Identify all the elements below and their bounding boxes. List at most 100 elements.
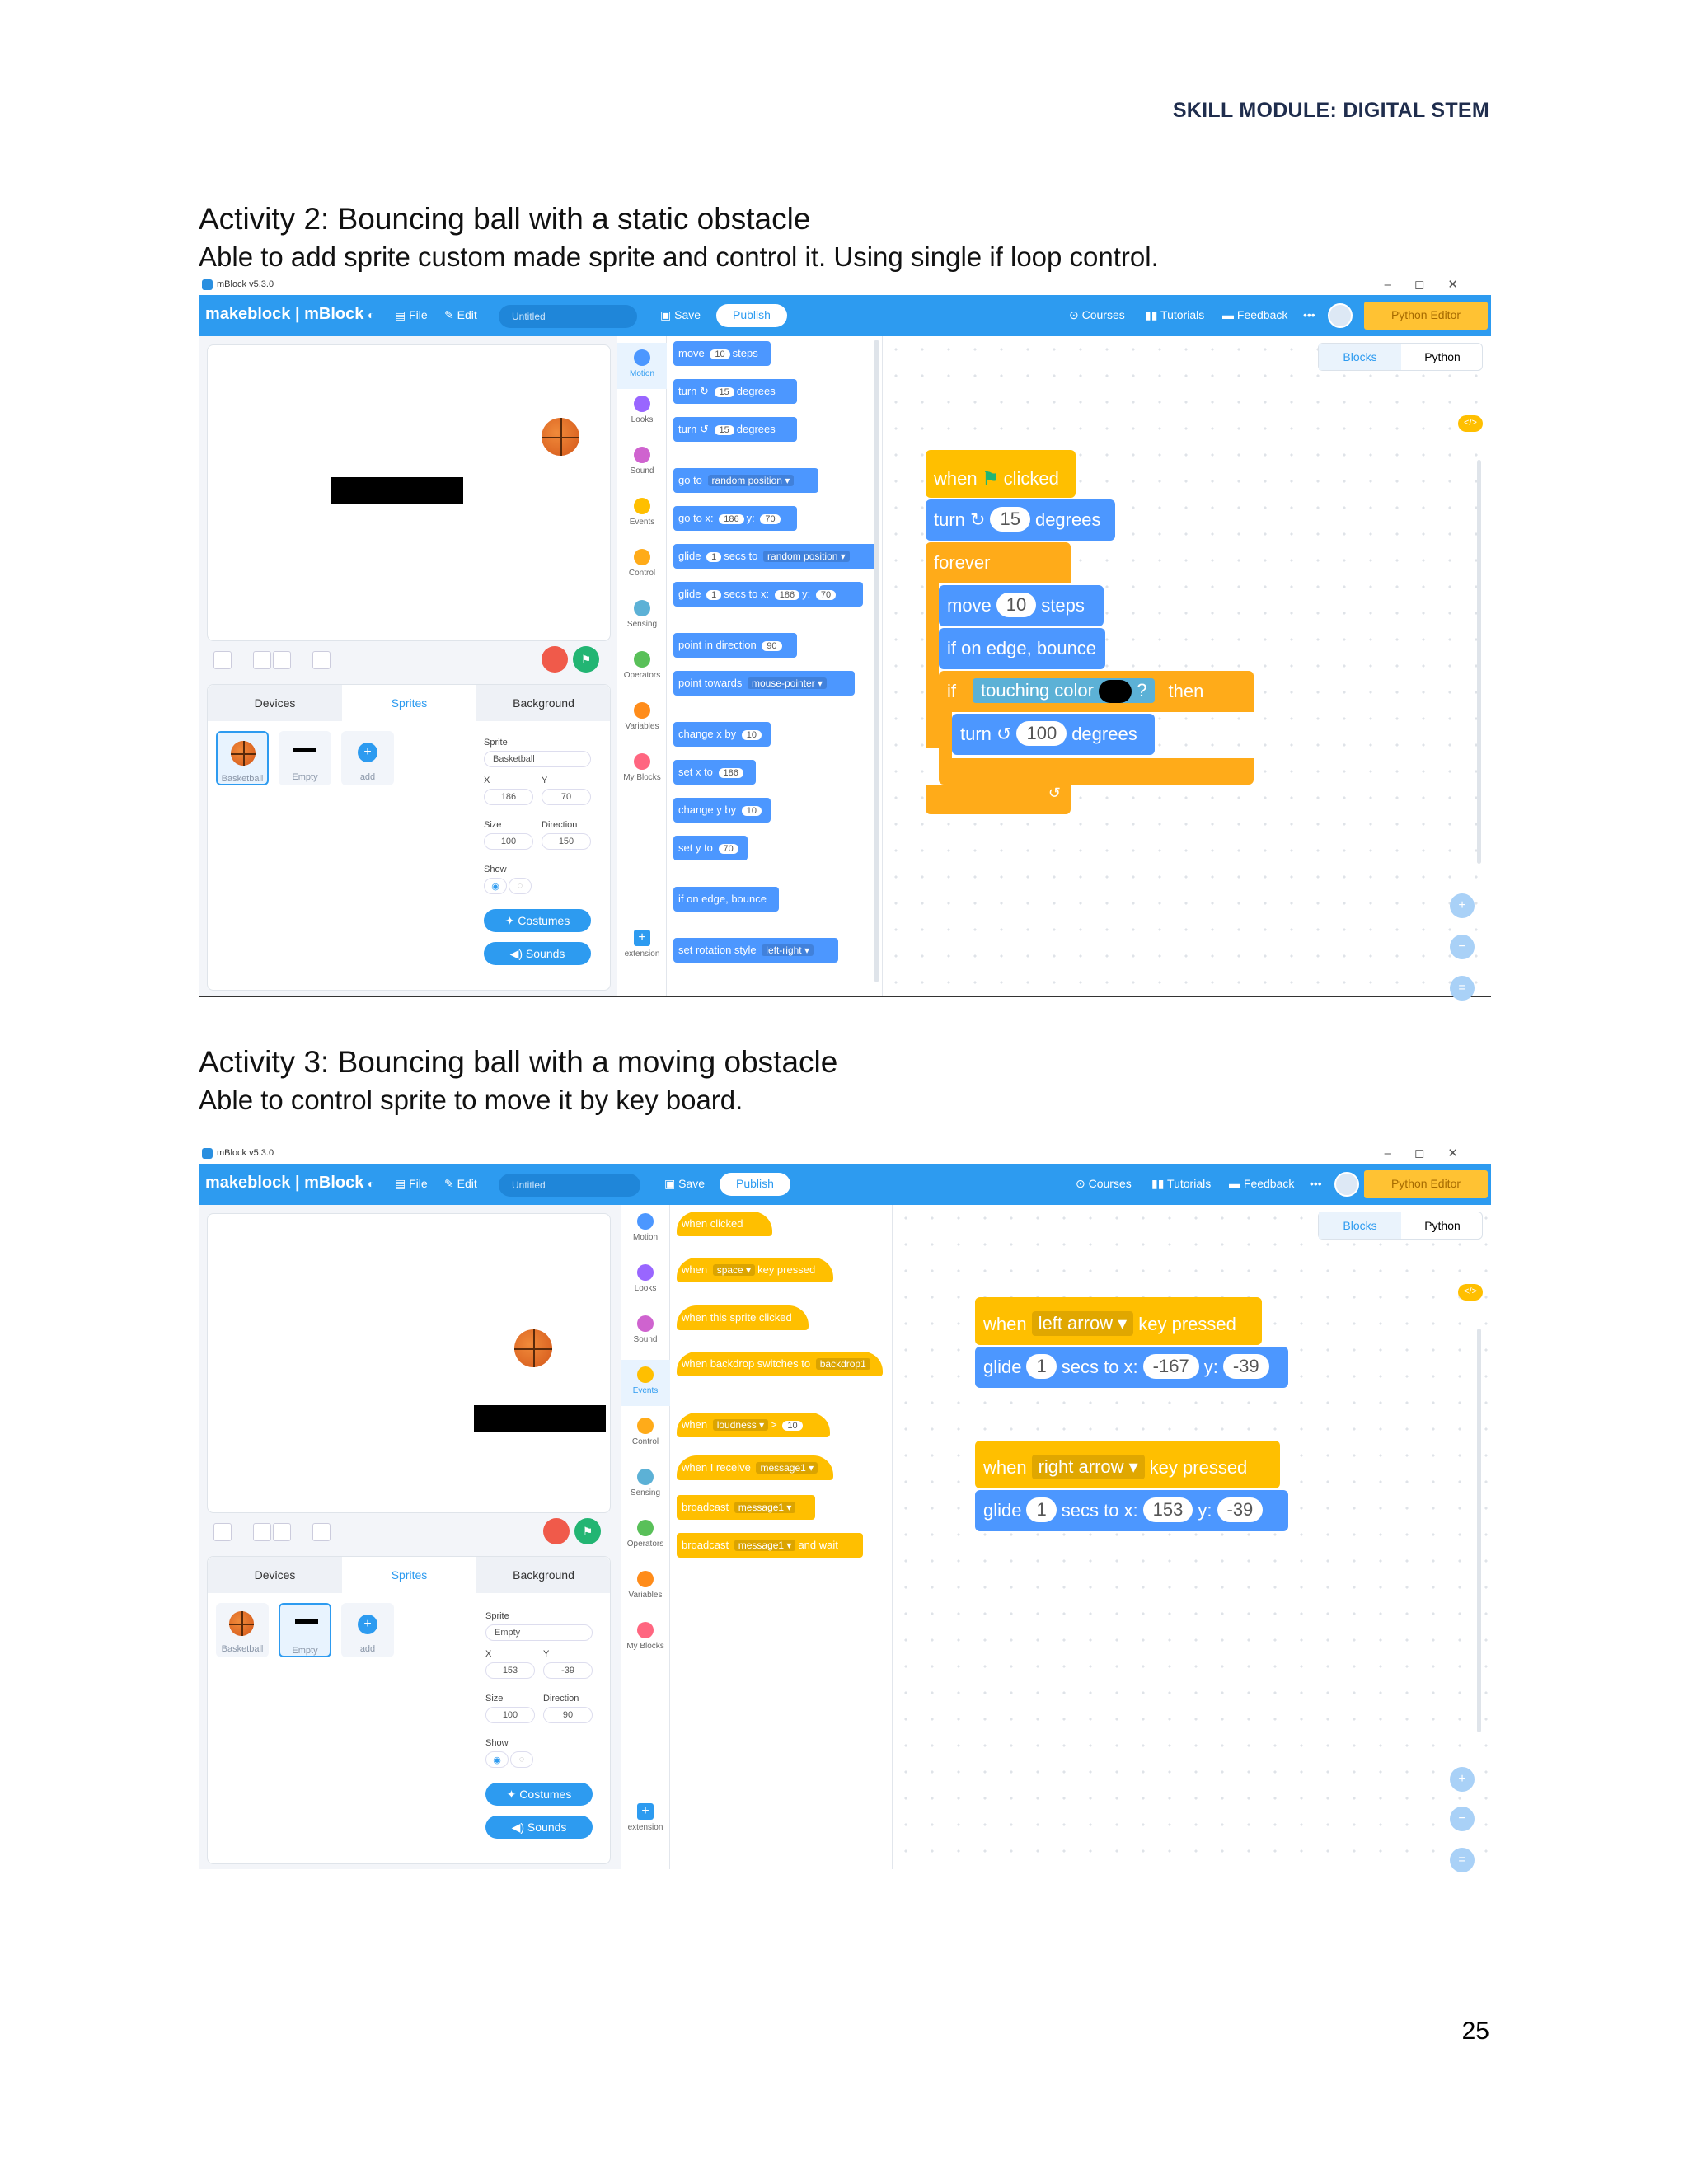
file-menu[interactable]: ▤ File (395, 308, 428, 321)
stop-icon[interactable] (543, 1518, 570, 1544)
turn-degrees-input[interactable]: 100 (1016, 721, 1067, 747)
python-editor-button[interactable]: Python Editor (1364, 1170, 1488, 1198)
category-motion[interactable]: Motion (617, 343, 667, 389)
move-steps-input[interactable]: 10 (996, 593, 1037, 618)
x-field[interactable]: 153 (485, 1662, 535, 1679)
tab-devices[interactable]: Devices (254, 1568, 296, 1582)
extension-button[interactable]: +extension (621, 1803, 670, 1832)
palette-block[interactable]: when loudness ▾> 10 (677, 1413, 830, 1437)
sprite-name-field[interactable]: Empty (485, 1624, 593, 1641)
palette-block-dropdown[interactable]: message1 ▾ (756, 1462, 818, 1474)
palette-block-dropdown[interactable]: left-right ▾ (762, 944, 814, 956)
tab-sprites[interactable]: Sprites (342, 1557, 476, 1593)
tab-blocks[interactable]: Blocks (1319, 344, 1401, 370)
category-sound[interactable]: Sound (621, 1315, 670, 1344)
user-avatar[interactable] (1328, 303, 1353, 328)
palette-block-dropdown[interactable]: backdrop1 (815, 1358, 870, 1370)
glide-y-input[interactable]: -39 (1222, 1354, 1269, 1380)
size-field[interactable]: 100 (485, 1707, 535, 1723)
direction-field[interactable]: 150 (542, 833, 591, 850)
python-editor-button[interactable]: Python Editor (1364, 302, 1488, 330)
save-button[interactable]: ▣ Save (660, 308, 701, 321)
palette-block-input[interactable]: 186 (718, 768, 743, 778)
fullscreen-icon[interactable] (213, 651, 232, 669)
add-sprite-button[interactable]: + add (341, 731, 394, 785)
palette-block-input[interactable]: 1 (706, 552, 722, 562)
sprite-thumb-basketball[interactable]: Basketball (216, 731, 269, 785)
code-toggle-badge[interactable]: </> (1458, 1284, 1483, 1301)
code-workspace[interactable]: Blocks Python </> + − = when ⚑ clicked t… (883, 336, 1491, 1001)
tab-blocks[interactable]: Blocks (1319, 1212, 1401, 1239)
palette-block-input[interactable]: 10 (710, 349, 730, 359)
glide-secs-input[interactable]: 1 (1026, 1497, 1057, 1523)
more-menu[interactable]: ••• (1303, 308, 1315, 321)
palette-block[interactable]: set x to 186 (673, 760, 756, 785)
when-flag-clicked-block[interactable]: when ⚑ clicked (926, 450, 1076, 498)
grid-icon[interactable] (312, 1523, 331, 1541)
tab-python[interactable]: Python (1424, 350, 1461, 363)
direction-field[interactable]: 90 (543, 1707, 593, 1723)
palette-block-input[interactable]: 186 (774, 590, 800, 600)
feedback-link[interactable]: ▬ Feedback (1222, 308, 1288, 321)
save-button[interactable]: ▣ Save (664, 1177, 706, 1190)
glide-secs-input[interactable]: 1 (1026, 1354, 1057, 1380)
zoom-in-icon[interactable]: + (1450, 893, 1475, 918)
category-my-blocks[interactable]: My Blocks (617, 753, 667, 782)
tab-sprites[interactable]: Sprites (342, 685, 476, 721)
palette-block[interactable]: change x by 10 (673, 722, 771, 747)
forever-block[interactable]: forever (926, 542, 1071, 583)
small-stage-icon[interactable] (253, 651, 271, 669)
category-control[interactable]: Control (617, 549, 667, 578)
palette-block-input[interactable]: 90 (762, 641, 782, 651)
category-events[interactable]: Events (617, 498, 667, 527)
feedback-link[interactable]: ▬ Feedback (1229, 1177, 1295, 1190)
glide-y-input[interactable]: -39 (1217, 1497, 1264, 1523)
zoom-in-icon[interactable]: + (1450, 1767, 1475, 1792)
edit-menu[interactable]: ✎ Edit (444, 308, 477, 321)
file-menu[interactable]: ▤ File (395, 1177, 428, 1190)
turn-degrees-input[interactable]: 15 (990, 507, 1030, 532)
sprite-thumb-empty[interactable]: Empty (279, 1603, 331, 1657)
bounce-block[interactable]: if on edge, bounce (939, 628, 1105, 669)
sounds-button[interactable]: ◀) Sounds (485, 1816, 593, 1839)
green-flag-icon[interactable]: ⚑ (573, 646, 599, 673)
more-menu[interactable]: ••• (1310, 1177, 1322, 1190)
show-eye-icon[interactable]: ◉ (484, 878, 507, 894)
key-dropdown[interactable]: left arrow ▾ (1031, 1311, 1134, 1337)
large-stage-icon[interactable] (273, 1523, 291, 1541)
sprite-thumb-basketball[interactable]: Basketball (216, 1603, 269, 1657)
palette-block[interactable]: broadcast message1 ▾and wait (677, 1533, 863, 1558)
add-sprite-button[interactable]: + add (341, 1603, 394, 1657)
tab-background[interactable]: Background (513, 1568, 574, 1582)
palette-scrollbar[interactable] (874, 340, 879, 982)
window-controls[interactable]: –◻✕ (1384, 278, 1481, 292)
sprite-thumb-empty[interactable]: Empty (279, 731, 331, 785)
palette-block[interactable]: point towards mouse-pointer ▾ (673, 671, 855, 696)
user-avatar[interactable] (1334, 1172, 1359, 1197)
tutorials-link[interactable]: ▮▮ Tutorials (1151, 1177, 1212, 1190)
palette-block[interactable]: when space ▾key pressed (677, 1258, 833, 1282)
palette-block-input[interactable]: 186 (719, 514, 744, 524)
hide-eye-icon[interactable]: ◌ (510, 1751, 533, 1768)
courses-link[interactable]: ⊙ Courses (1076, 1177, 1132, 1190)
palette-block[interactable]: point in direction 90 (673, 633, 797, 658)
category-operators[interactable]: Operators (617, 651, 667, 680)
palette-block[interactable]: when this sprite clicked (677, 1305, 809, 1330)
project-name-input[interactable]: Untitled (499, 1174, 640, 1197)
category-sensing[interactable]: Sensing (617, 600, 667, 629)
show-eye-icon[interactable]: ◉ (485, 1751, 509, 1768)
category-sensing[interactable]: Sensing (621, 1469, 670, 1497)
green-flag-icon[interactable]: ⚑ (574, 1518, 601, 1544)
large-stage-icon[interactable] (273, 651, 291, 669)
edit-menu[interactable]: ✎ Edit (444, 1177, 477, 1190)
